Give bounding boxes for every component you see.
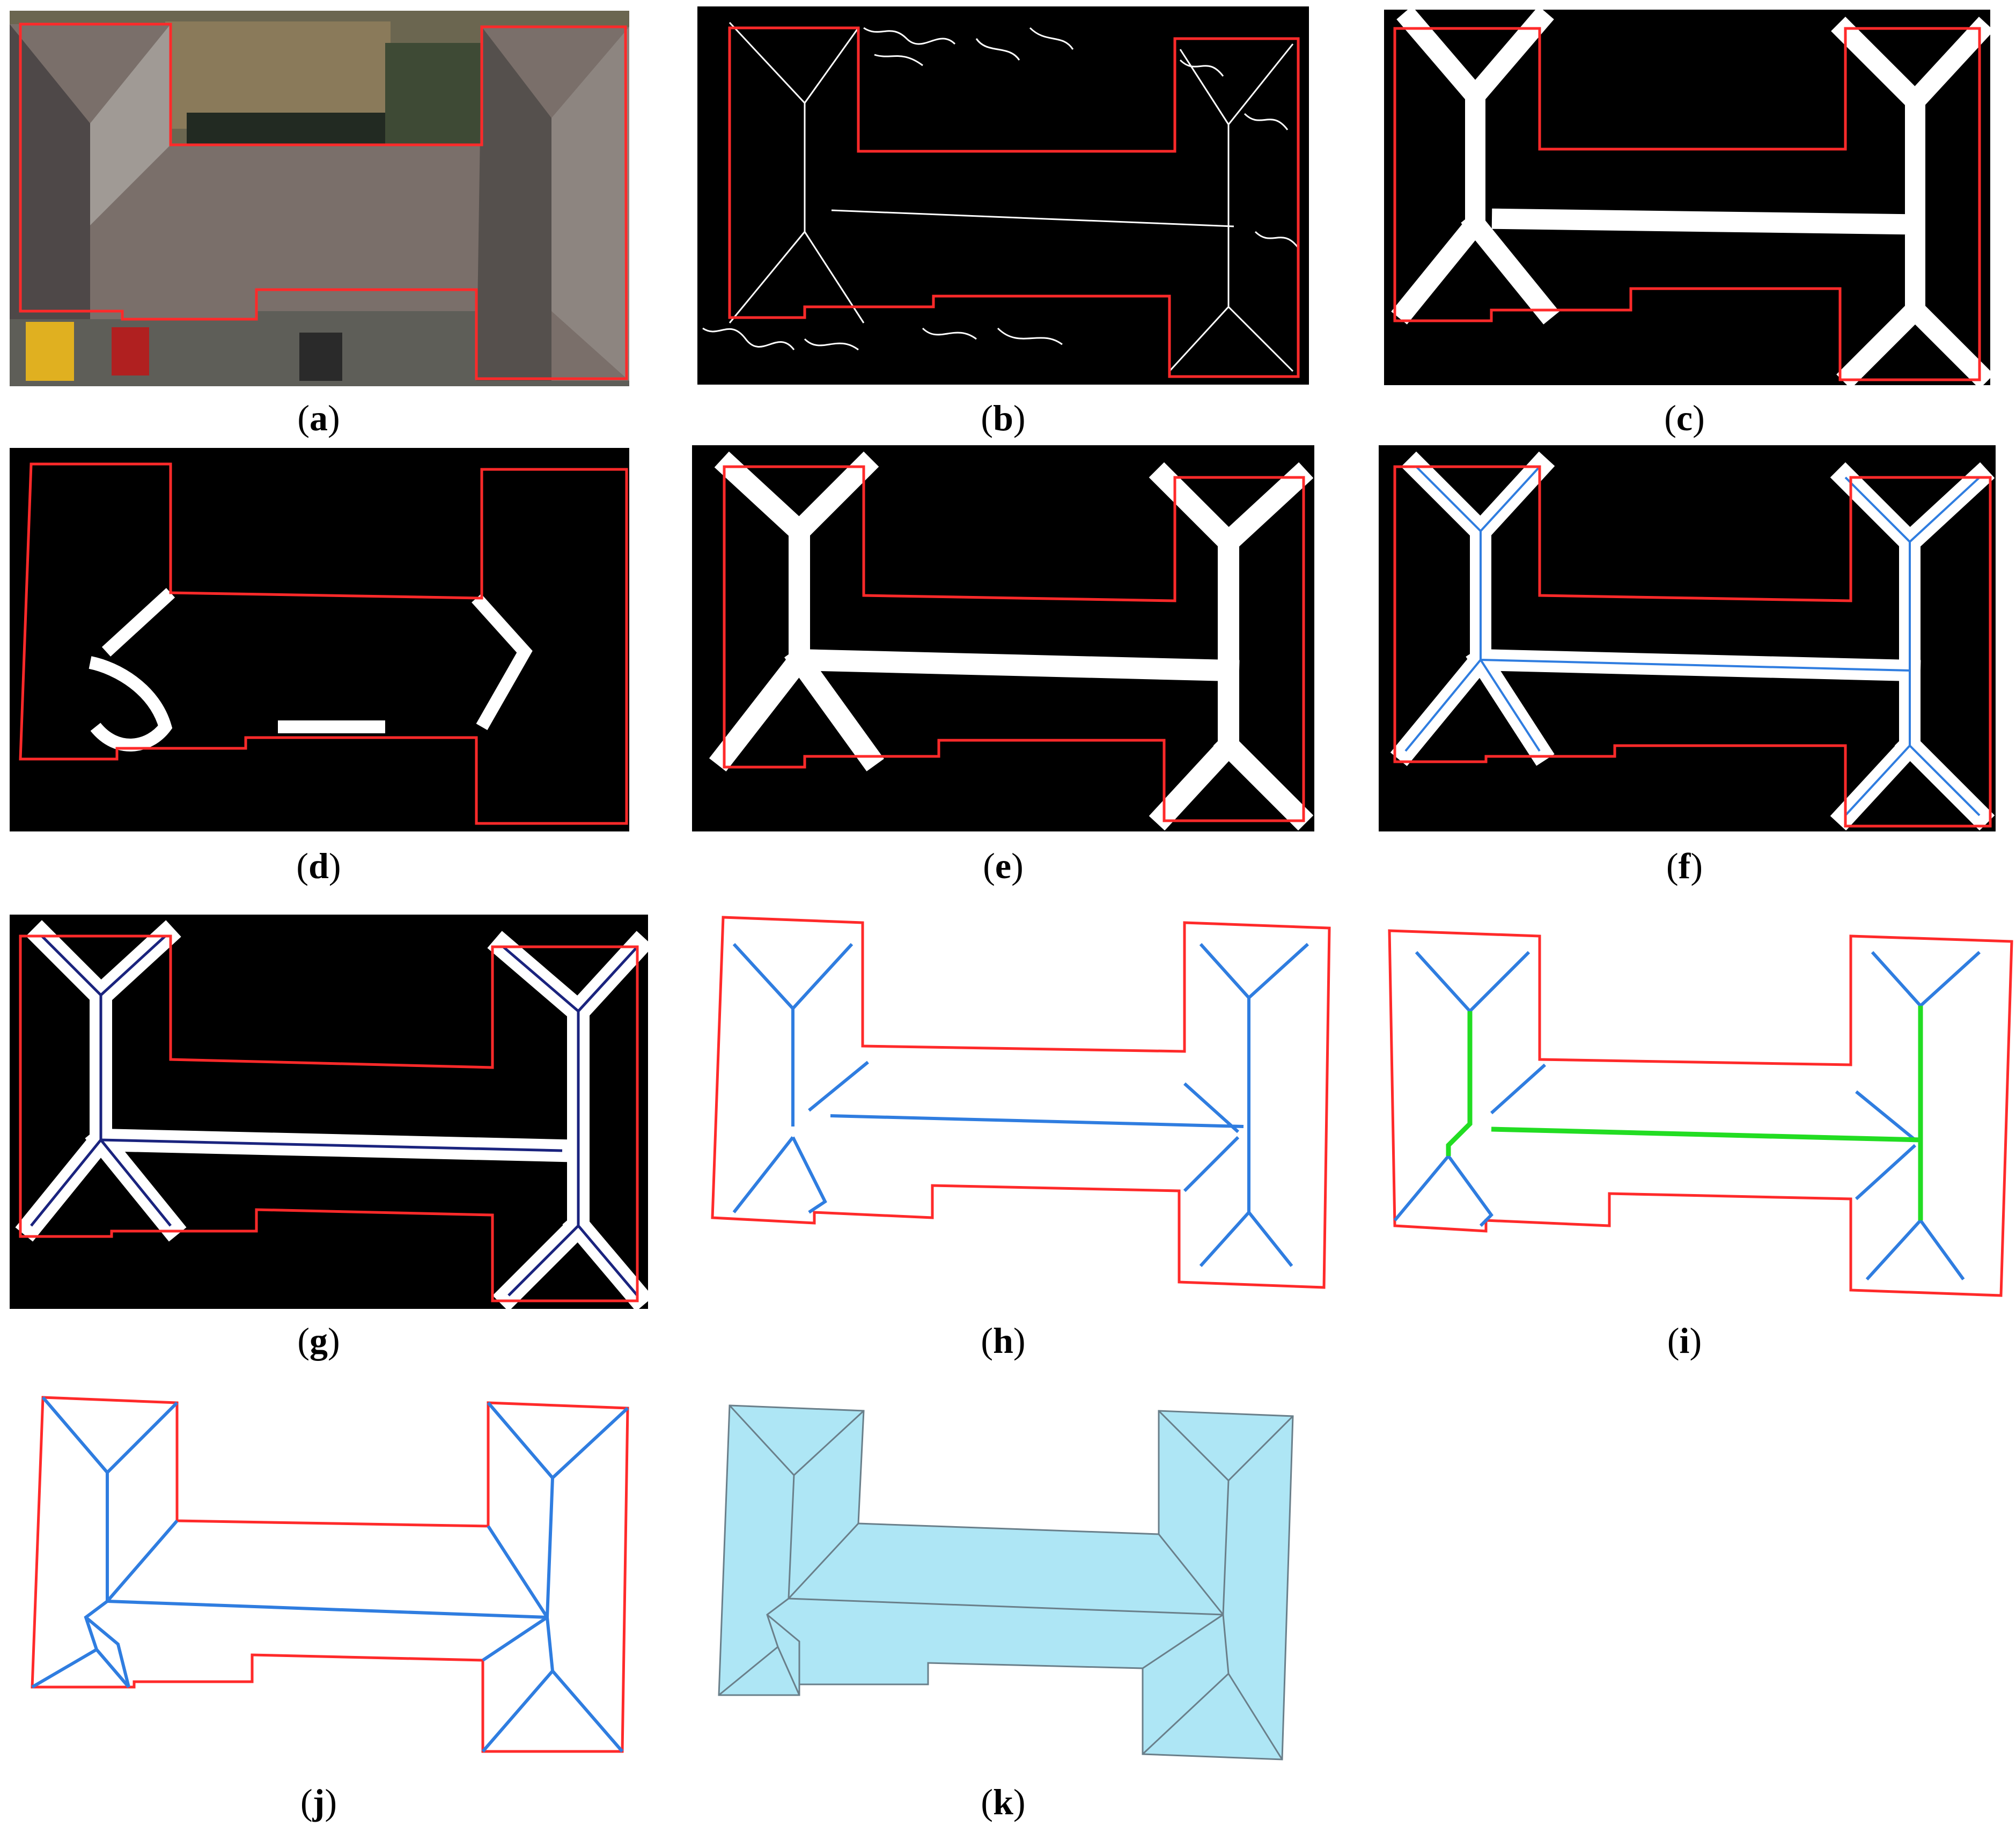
panel-h-ridge-lines — [707, 912, 1335, 1298]
panel-d-binary-mask — [10, 448, 629, 831]
building-outline — [19, 23, 628, 380]
caption-j: (j) — [300, 1781, 337, 1822]
caption-e: (e) — [983, 845, 1024, 886]
panel-a-aerial-image — [10, 11, 629, 386]
panel-c-binary-mask — [1384, 10, 1990, 385]
panel-g-mask-with-pruned-skeleton — [10, 915, 648, 1309]
caption-a: (a) — [297, 397, 340, 438]
caption-b: (b) — [981, 397, 1026, 438]
caption-k: (k) — [981, 1781, 1026, 1822]
panel-j-roof-model-lines — [27, 1392, 638, 1762]
caption-c: (c) — [1664, 397, 1705, 438]
caption-d: (d) — [296, 845, 341, 886]
caption-i: (i) — [1667, 1320, 1702, 1361]
caption-h: (h) — [981, 1320, 1026, 1361]
panel-i-ridge-lines-highlighted — [1384, 920, 2014, 1306]
panel-k-roof-model — [713, 1400, 1309, 1765]
panel-b-edge-map — [697, 6, 1309, 385]
caption-g: (g) — [297, 1320, 340, 1361]
panel-e-binary-mask — [692, 445, 1314, 831]
panel-f-mask-with-skeleton — [1379, 445, 1996, 831]
caption-f: (f) — [1666, 845, 1703, 886]
